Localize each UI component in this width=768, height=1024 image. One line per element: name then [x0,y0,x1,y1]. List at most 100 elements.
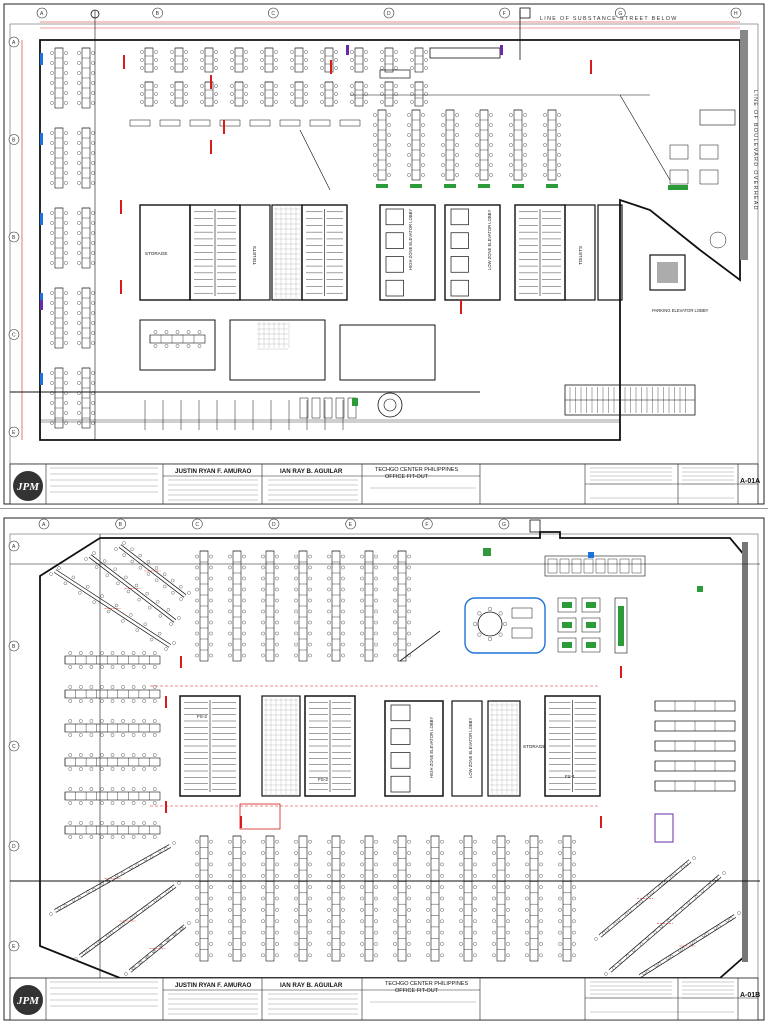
grid-row-label: E [12,944,16,950]
chair [49,912,53,916]
chair [304,66,308,70]
chair [195,908,199,912]
green-chair [586,622,596,628]
chair [200,58,204,62]
chair [170,84,174,88]
chair [558,908,562,912]
chair [184,50,188,54]
chair [557,113,561,117]
chair [261,565,265,570]
chair [82,951,86,955]
chair [393,885,397,889]
chair [407,143,411,147]
chair [394,84,398,88]
sofa [699,109,736,126]
chair [64,211,68,215]
chair [506,839,510,844]
grid-column-label: C [195,522,199,528]
chair [373,173,377,177]
chair [393,576,397,581]
chair [294,565,298,570]
chair [153,344,158,348]
chair [91,371,95,375]
chair [89,787,94,791]
chair [539,953,543,958]
chair [170,50,174,54]
chair [407,598,411,603]
chair [64,311,68,315]
booth [311,397,321,419]
chair [275,587,279,592]
planter [444,184,456,188]
toilet-b2 [487,700,521,797]
chair [209,609,213,614]
chair [68,733,73,737]
grid-bubble [730,7,742,19]
chair [308,851,312,855]
elevator-car [385,232,404,249]
chair [142,787,146,791]
chair [294,851,298,855]
chair [64,381,68,385]
chair [543,133,547,137]
chair [242,631,246,636]
chair [242,642,246,647]
chair [64,151,68,155]
desk-bank [529,835,539,962]
red-highlight-room [239,803,281,830]
chair [558,896,562,901]
pod-chair [477,632,482,637]
chair [650,890,654,894]
checker-name-b: IAN RAY B. AGUILAR [280,982,343,989]
chair [91,141,95,145]
desk-bank [64,655,161,665]
chair [350,100,354,104]
window-marker [40,293,43,305]
chair [455,153,459,157]
chair [341,839,345,844]
grid-bubble [115,518,126,530]
chair [195,565,199,570]
chair [373,133,377,137]
chair [492,930,496,935]
chair [228,576,232,581]
chair [543,173,547,177]
chair [387,163,391,167]
chair [64,71,68,75]
chair [228,908,232,912]
top-workstation-clusters [140,47,650,107]
chair [327,896,331,901]
green-chair [586,642,596,648]
chair [230,50,234,54]
lounge-seat [669,144,689,160]
chair [360,919,364,924]
desk-bank [264,47,274,73]
chair [78,591,82,595]
chair [100,651,104,655]
chair [91,261,95,265]
chair [525,896,529,901]
chair [308,576,312,581]
chair [455,123,459,127]
chair [260,66,264,70]
chair [79,821,83,825]
chair [209,642,213,647]
chair [242,565,246,570]
desk-bank [64,791,161,801]
chair [94,565,99,569]
pod-chair [503,621,508,626]
chair [184,100,188,104]
chair [360,620,364,625]
chair [539,862,543,867]
chair [141,907,146,911]
chair [393,908,397,912]
chair [50,411,54,415]
chair [121,922,126,926]
chair [175,330,180,334]
purple-marker [500,45,503,55]
chair [492,862,496,867]
chair [100,821,104,825]
grid-bubble [38,518,50,530]
chair [110,767,115,771]
chair [261,631,265,636]
